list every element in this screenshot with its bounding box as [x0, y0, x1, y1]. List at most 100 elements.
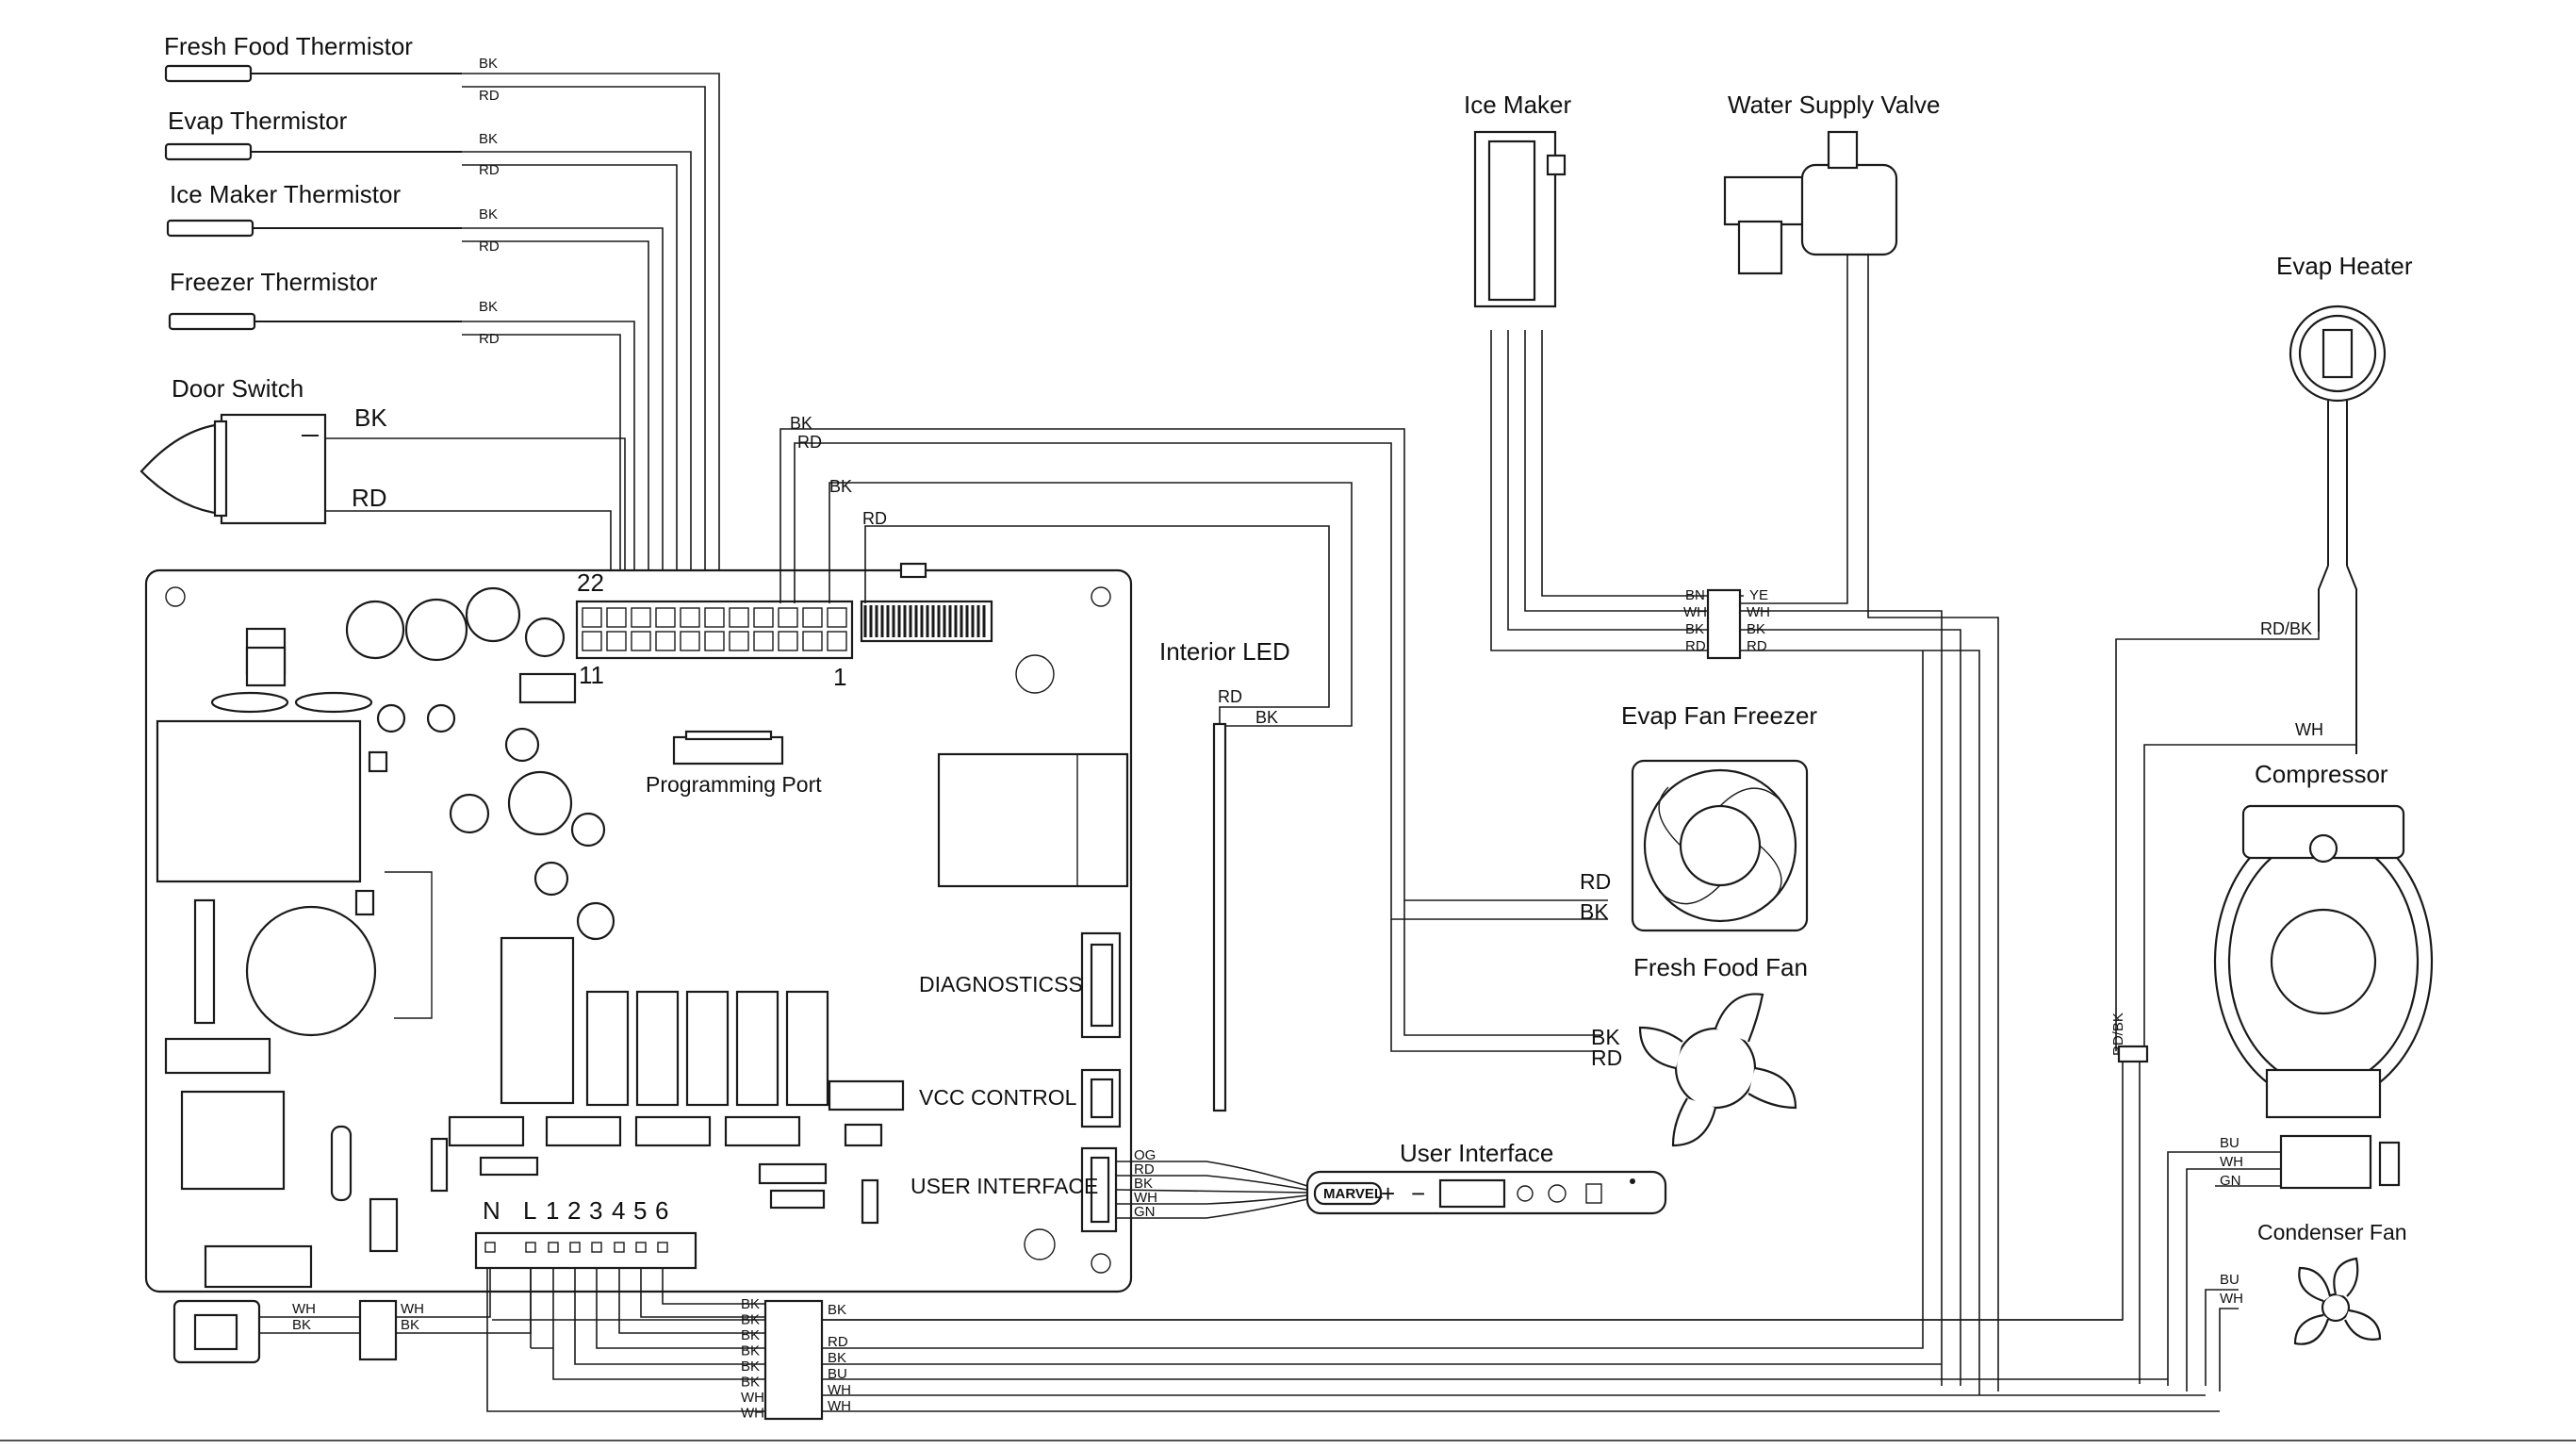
valve-wh-tag: WH [1747, 604, 1770, 620]
ui-brand: MARVEL [1323, 1186, 1383, 1202]
evap-thermistor-label: Evap Thermistor [168, 107, 348, 135]
terminal-label: 1 [546, 1196, 559, 1225]
harness-tag-right: BK [828, 1302, 846, 1318]
fresh-food-thermistor: Fresh Food Thermistor BK RD [164, 32, 500, 104]
terminal-screw [614, 1242, 625, 1253]
connector-pin [729, 607, 749, 628]
harness-tag-right: BU [828, 1366, 847, 1382]
connector-pin [704, 631, 725, 651]
door-switch: Door Switch BK RD [139, 374, 626, 603]
pin-22-label: 22 [577, 568, 604, 597]
interior-led-label: Interior LED [1159, 637, 1290, 666]
programming-port-label: Programming Port [646, 772, 822, 797]
evap-thermistor: Evap Thermistor BK RD [164, 107, 500, 178]
comp-bu-tag: BU [2220, 1135, 2240, 1151]
vcc-control-label: VCC CONTROL [919, 1085, 1077, 1110]
menu-icon[interactable] [1585, 1183, 1602, 1204]
terminal-label: 3 [589, 1196, 602, 1225]
ice-maker-wh-tag: WH [1683, 604, 1707, 620]
wire-tag-bk: BK [829, 477, 852, 496]
evap-fan-bk-tag: BK [1580, 899, 1609, 924]
compressor: Compressor BU WH GN RD/BK [492, 760, 2434, 1391]
user-interface-panel: User Interface MARVEL + − OG RD BK WH GN [1116, 1139, 1667, 1220]
ice-maker-label: Ice Maker [1464, 91, 1571, 119]
compressor-label: Compressor [2255, 760, 2388, 788]
harness-tag-left: BK [741, 1343, 760, 1359]
ice-maker-thermistor: Ice Maker Thermistor BK RD [166, 180, 500, 255]
connector-pin [827, 631, 847, 651]
wire-tag-rd: RD [479, 239, 500, 255]
condenser-fan-label: Condenser Fan [2257, 1220, 2407, 1244]
programming-port: Programming Port [646, 730, 822, 797]
ui-plus-button[interactable]: + [1381, 1179, 1395, 1208]
freezer-thermistor: Freezer Thermistor BK RD [168, 268, 500, 347]
ice-maker-rd-tag: RD [1685, 638, 1706, 654]
connector-pin [802, 631, 823, 651]
heater-wh-tag: WH [2295, 720, 2323, 739]
diagnostics-label: DIAGNOSTICSS [919, 972, 1083, 996]
wire-tag-bk: BK [479, 56, 498, 72]
harness-tag-left: BK [741, 1375, 760, 1391]
heater-rdbk-tag: RD/BK [2260, 619, 2312, 638]
freezer-thermistor-label: Freezer Thermistor [170, 268, 378, 296]
ice-maker-thermistor-label: Ice Maker Thermistor [170, 180, 401, 208]
harness-tag-left: BK [741, 1327, 760, 1343]
door-switch-bk-tag: BK [354, 403, 387, 432]
door-switch-rd-tag: RD [352, 484, 387, 512]
valve-rd-tag: RD [1747, 638, 1767, 654]
connector-pin [606, 631, 627, 651]
terminal-wires [0, 650, 2576, 1441]
light-bulb-icon[interactable] [1517, 1185, 1534, 1202]
harness-tag-left: BK [741, 1358, 760, 1375]
condenser-fan: Condenser Fan BU WH [2205, 1220, 2407, 1391]
fresh-food-fan-label: Fresh Food Fan [1633, 953, 1808, 981]
evap-heater: Evap Heater RD/BK WH [2115, 252, 2413, 1051]
power-icon[interactable] [1548, 1184, 1567, 1203]
wire-tag-bk: BK [479, 206, 498, 222]
ui-gn-tag: GN [1134, 1204, 1156, 1220]
vcc-control-port: VCC CONTROL [919, 1068, 1122, 1128]
power-inlet: WH BK WH BK [172, 1268, 532, 1364]
connector-pin [606, 607, 627, 628]
terminal-screw [569, 1242, 581, 1253]
user-interface-port: USER INTERFACE [911, 1146, 1118, 1233]
cond-wh-tag: WH [2220, 1291, 2243, 1307]
terminal-label: 6 [655, 1196, 668, 1225]
valve-ye-tag: YE [1749, 587, 1768, 603]
fresh-fan-rd-tag: RD [1591, 1046, 1622, 1070]
user-interface-label: User Interface [1400, 1139, 1553, 1167]
wire-tag-rd: RD [479, 162, 500, 178]
water-supply-valve: Water Supply Valve [1723, 91, 1999, 1391]
connector-pin [827, 607, 847, 628]
connector-pin [582, 631, 602, 651]
control-board: 22 11 1 [144, 562, 1133, 1293]
connector-pin [631, 607, 651, 628]
wire-tag-bk: BK [479, 299, 498, 315]
door-switch-label: Door Switch [172, 374, 304, 403]
fresh-food-fan: Fresh Food Fan BK RD [1591, 953, 1808, 1147]
terminal-label: 4 [612, 1196, 625, 1225]
connector-pin [680, 631, 700, 651]
connector-pin [802, 607, 823, 628]
harness-tag-right: WH [828, 1398, 851, 1414]
connector-pin [704, 607, 725, 628]
wire-tag-rd: RD [797, 433, 822, 452]
ice-maker: Ice Maker BN WH BK RD YE WH BK RD [1464, 91, 1980, 1395]
inlet-wh-tag: WH [292, 1301, 316, 1317]
valve-bk-tag: BK [1747, 621, 1765, 637]
connector-pin [778, 607, 798, 628]
terminal-label: N [483, 1196, 500, 1225]
connector-pin [631, 631, 651, 651]
cond-bu-tag: BU [2220, 1272, 2240, 1288]
evap-fan-freezer-label: Evap Fan Freezer [1621, 701, 1817, 730]
evap-heater-label: Evap Heater [2276, 252, 2413, 280]
ui-minus-button[interactable]: − [1411, 1179, 1425, 1208]
ui-og-tag: OG [1134, 1147, 1156, 1163]
connector-pin [655, 631, 676, 651]
ui-wh-tag: WH [1134, 1190, 1157, 1206]
terminal-screw [591, 1242, 602, 1253]
wire-tag-rd: RD [479, 88, 500, 104]
